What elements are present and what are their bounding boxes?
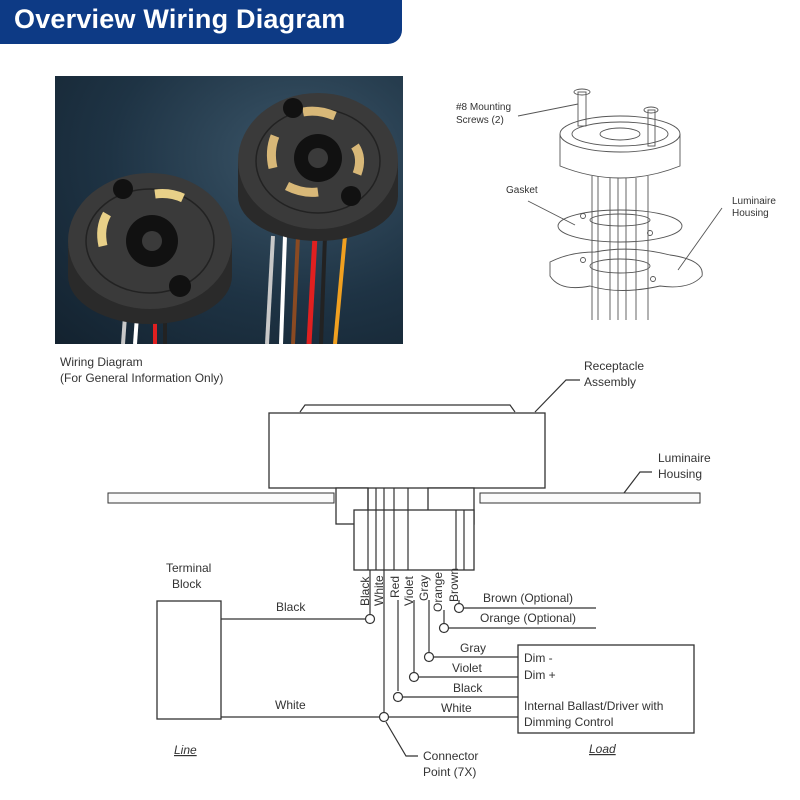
terminal-block — [156, 600, 222, 720]
wiring-diagram: Wiring Diagram (For General Information … — [60, 355, 711, 779]
wire-label-black: Black — [358, 576, 372, 606]
receptacle-label-line2: Assembly — [584, 375, 636, 389]
connector-white — [378, 711, 390, 723]
gasket — [557, 209, 683, 243]
housing-label-line2: Housing — [732, 208, 769, 219]
gasket-leader-line — [527, 200, 576, 226]
screws-label-line1: #8 Mounting — [456, 102, 511, 113]
white-line-label: White — [275, 698, 306, 712]
driver-label-line1: Internal Ballast/Driver with — [524, 699, 663, 713]
connector-label-line1: Connector — [423, 749, 478, 763]
connector-leader-line — [385, 721, 418, 757]
black-line-label: Black — [276, 600, 306, 614]
wire-label-brown: Brown — [447, 568, 461, 602]
connector-gray — [423, 651, 435, 663]
black-load-label: Black — [453, 681, 483, 695]
wire-label-white: White — [372, 575, 386, 606]
mounting-screw-right — [643, 106, 659, 147]
right-receptacle-wires — [265, 235, 347, 344]
receptacle-leader-line — [534, 379, 580, 413]
housing-leader-line — [677, 207, 723, 271]
wire-bundle — [591, 176, 649, 320]
housing-label-line1: Luminaire — [658, 451, 711, 465]
white-load-label: White — [441, 701, 472, 715]
connector-orange — [438, 622, 450, 634]
exploded-assembly-view: #8 Mounting Screws (2) Gasket Luminaire … — [456, 88, 776, 320]
header-banner: Overview Wiring Diagram — [0, 0, 402, 44]
mounting-screw-left — [573, 88, 591, 127]
wire-label-red: Red — [388, 576, 402, 598]
housing-label-line2: Housing — [658, 467, 702, 481]
orange-optional-label: Orange (Optional) — [480, 611, 576, 625]
load-box — [517, 644, 695, 734]
dim-plus-label: Dim + — [524, 668, 556, 682]
wiring-title-line1: Wiring Diagram — [60, 355, 143, 369]
terminal-block-label-line1: Terminal — [166, 561, 211, 575]
wire-label-orange: Orange — [431, 572, 445, 612]
screws-leader-line — [517, 103, 579, 117]
driver-label-line2: Dimming Control — [524, 715, 613, 729]
gasket-label: Gasket — [506, 185, 538, 196]
product-photo — [55, 76, 403, 344]
screws-label-line2: Screws (2) — [456, 115, 504, 126]
violet-run-label: Violet — [452, 661, 482, 675]
gray-run-label: Gray — [460, 641, 486, 655]
connector-violet — [408, 671, 420, 683]
dim-minus-label: Dim - — [524, 651, 553, 665]
receptacle-assembly — [268, 404, 546, 489]
receptacle-body — [559, 115, 681, 179]
receptacle-label-line1: Receptacle — [584, 359, 644, 373]
wiring-title-line2: (For General Information Only) — [60, 371, 223, 385]
connector-points — [364, 602, 465, 723]
connector-black — [364, 613, 376, 625]
housing-plate-right — [479, 492, 701, 504]
wire-labels: Black White Red Violet Gray Orange Brown — [358, 568, 461, 612]
wire-label-gray: Gray — [417, 575, 431, 601]
right-receptacle — [238, 93, 398, 241]
wire-drops — [369, 570, 460, 712]
page-title: Overview Wiring Diagram — [14, 4, 346, 34]
housing-label-line1: Luminaire — [732, 196, 776, 207]
line-label: Line — [174, 743, 197, 757]
wire-exit-lines — [367, 488, 465, 570]
connector-label-line2: Point (7X) — [423, 765, 476, 779]
load-label: Load — [589, 742, 616, 756]
wire-label-violet: Violet — [402, 576, 416, 606]
brown-optional-label: Brown (Optional) — [483, 591, 573, 605]
connector-brown — [453, 602, 465, 614]
housing-leader-line — [623, 471, 652, 494]
connector-red — [392, 691, 404, 703]
wire-exit-block — [353, 509, 475, 571]
terminal-block-label-line2: Block — [172, 577, 202, 591]
luminaire-housing-plate — [549, 248, 703, 291]
left-receptacle — [68, 173, 232, 324]
housing-plate-left — [107, 492, 335, 504]
